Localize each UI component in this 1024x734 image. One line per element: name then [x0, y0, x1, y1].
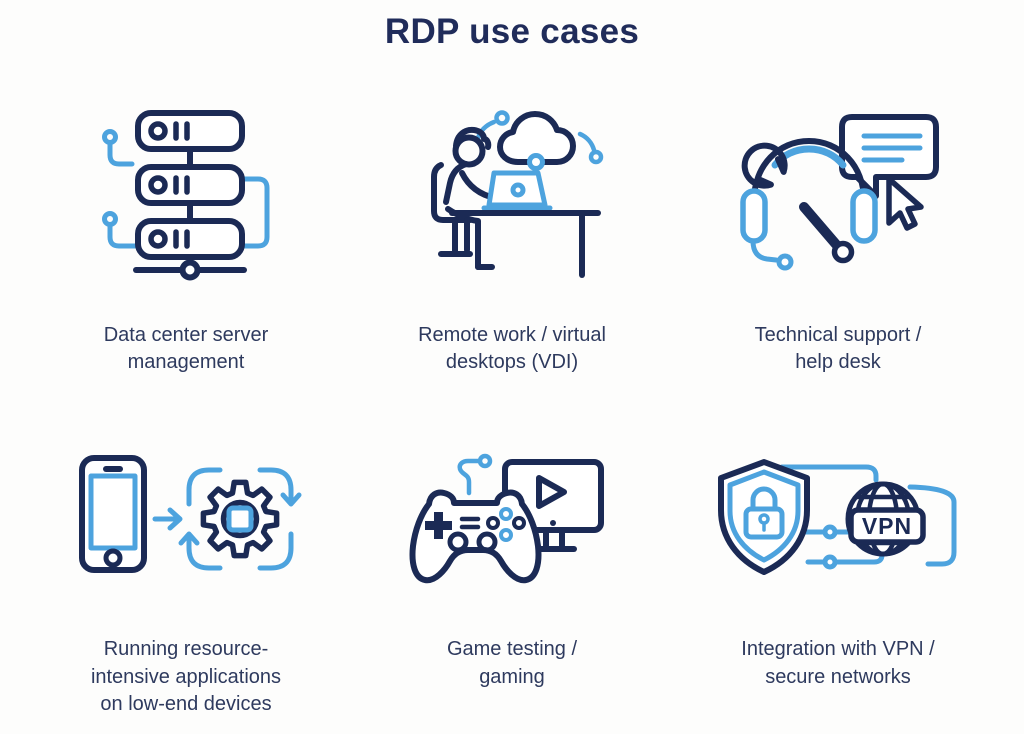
use-case-label: Remote work / virtual desktops (VDI): [418, 324, 606, 374]
server-stack-icon: [86, 102, 286, 290]
use-case-card-remote-work: Remote work / virtual desktops (VDI): [351, 52, 673, 376]
remote-work-cloud-icon: [412, 102, 612, 290]
tech-support-svg: [740, 114, 939, 271]
use-case-grid-row-1: Data center server management: [0, 52, 1024, 376]
phone-gear-svg: [79, 455, 302, 574]
vpn-badge-label: VPN: [862, 513, 912, 539]
vpn-shield-globe-icon: VPN: [710, 442, 966, 594]
use-case-label: Technical support / help desk: [754, 324, 922, 374]
use-case-grid-row-2: Running resource-intensive applications …: [0, 376, 1024, 718]
use-case-card-tech-support: Technical support / help desk: [673, 52, 1003, 376]
use-case-label: Running resource-intensive applications …: [90, 638, 282, 715]
use-case-label: Data center server management: [103, 324, 269, 374]
vpn-svg: VPN: [718, 459, 957, 576]
remote-work-svg: [431, 110, 604, 278]
page-title: RDP use cases: [384, 12, 640, 51]
headset-wrench-chat-icon: [723, 102, 953, 290]
use-case-card-gaming: Game testing / gaming: [351, 376, 673, 718]
use-case-card-low-end-devices: Running resource-intensive applications …: [21, 376, 351, 718]
server-stack-svg: [102, 110, 270, 281]
gaming-svg: [409, 454, 604, 584]
use-case-label: Integration with VPN / secure networks: [741, 638, 935, 688]
use-case-card-vpn: VPN Integration with VPN / secure networ…: [673, 376, 1003, 718]
phone-to-gear-icon: [60, 442, 312, 594]
game-controller-monitor-icon: [392, 442, 632, 594]
use-case-card-data-center: Data center server management: [21, 52, 351, 376]
use-case-label: Game testing / gaming: [446, 638, 578, 688]
